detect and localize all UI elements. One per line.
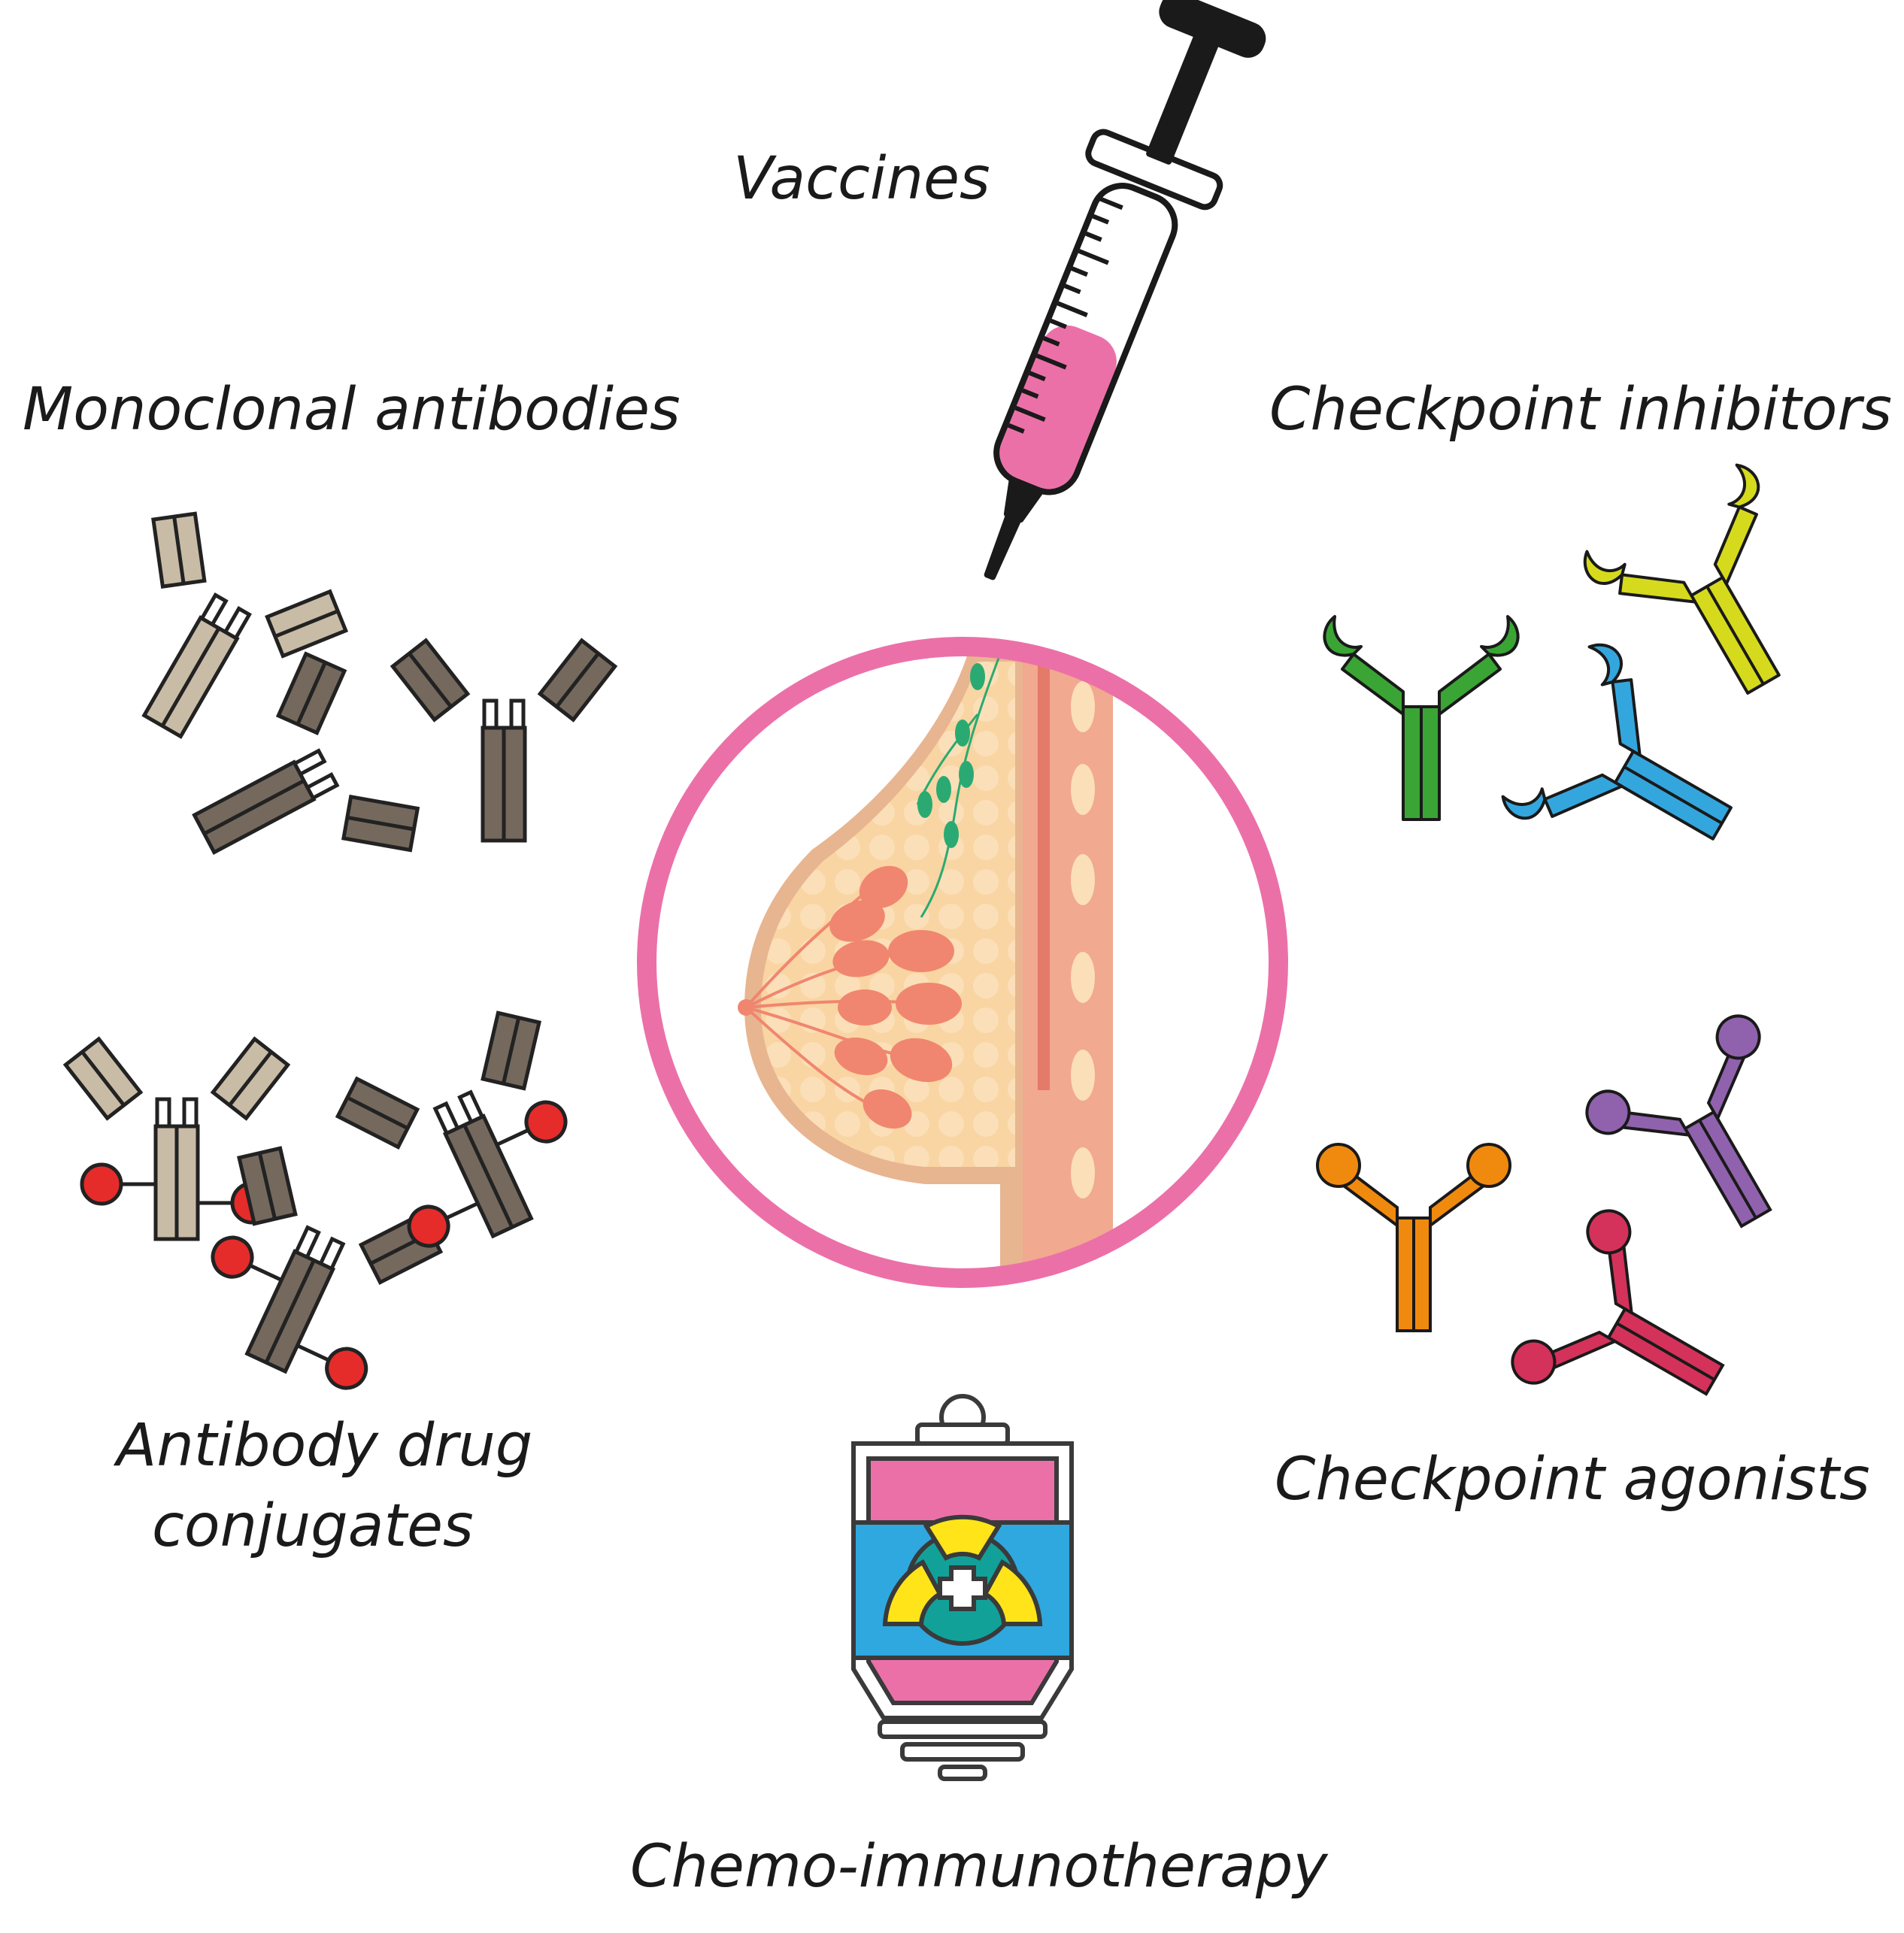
label-checkpoint-inhibitors: Checkpoint inhibitors — [1269, 376, 1893, 444]
label-vaccines: Vaccines — [733, 145, 990, 213]
label-adc-line2: conjugates — [152, 1492, 474, 1560]
label-checkpoint-agonists: Checkpoint agonists — [1275, 1446, 1870, 1513]
checkpoint-inhibitor-antibody-icon — [1323, 615, 1520, 821]
antibody-icon — [66, 497, 359, 781]
antibody-drug-conjugate-icon — [327, 999, 613, 1274]
label-adc-line1: Antibody drug — [117, 1412, 533, 1480]
iv-bag-icon — [851, 1394, 1074, 1781]
antibody-drug-conjugate-icon — [165, 1135, 451, 1410]
label-chemo-immunotherapy: Chemo-immunotherapy — [630, 1833, 1328, 1901]
breast-anatomy-icon — [637, 637, 1288, 1288]
checkpoint-agonist-antibody-icon — [1585, 1014, 1772, 1229]
checkpoint-agonist-antibody-icon — [1316, 1143, 1511, 1332]
checkpoint-inhibitors-group — [1323, 463, 1781, 841]
checkpoint-agonist-antibody-icon — [1511, 1209, 1725, 1396]
monoclonal-antibodies-group — [66, 497, 615, 932]
antibody-icon — [393, 641, 614, 841]
checkpoint-inhibitor-antibody-icon — [1501, 643, 1733, 841]
label-monoclonal-antibodies: Monoclonal antibodies — [23, 376, 681, 444]
checkpoint-inhibitor-antibody-icon — [1583, 463, 1781, 695]
antibody-drug-conjugates-group — [65, 999, 613, 1410]
checkpoint-agonists-group — [1316, 1014, 1772, 1396]
syringe-icon — [984, 0, 1266, 580]
